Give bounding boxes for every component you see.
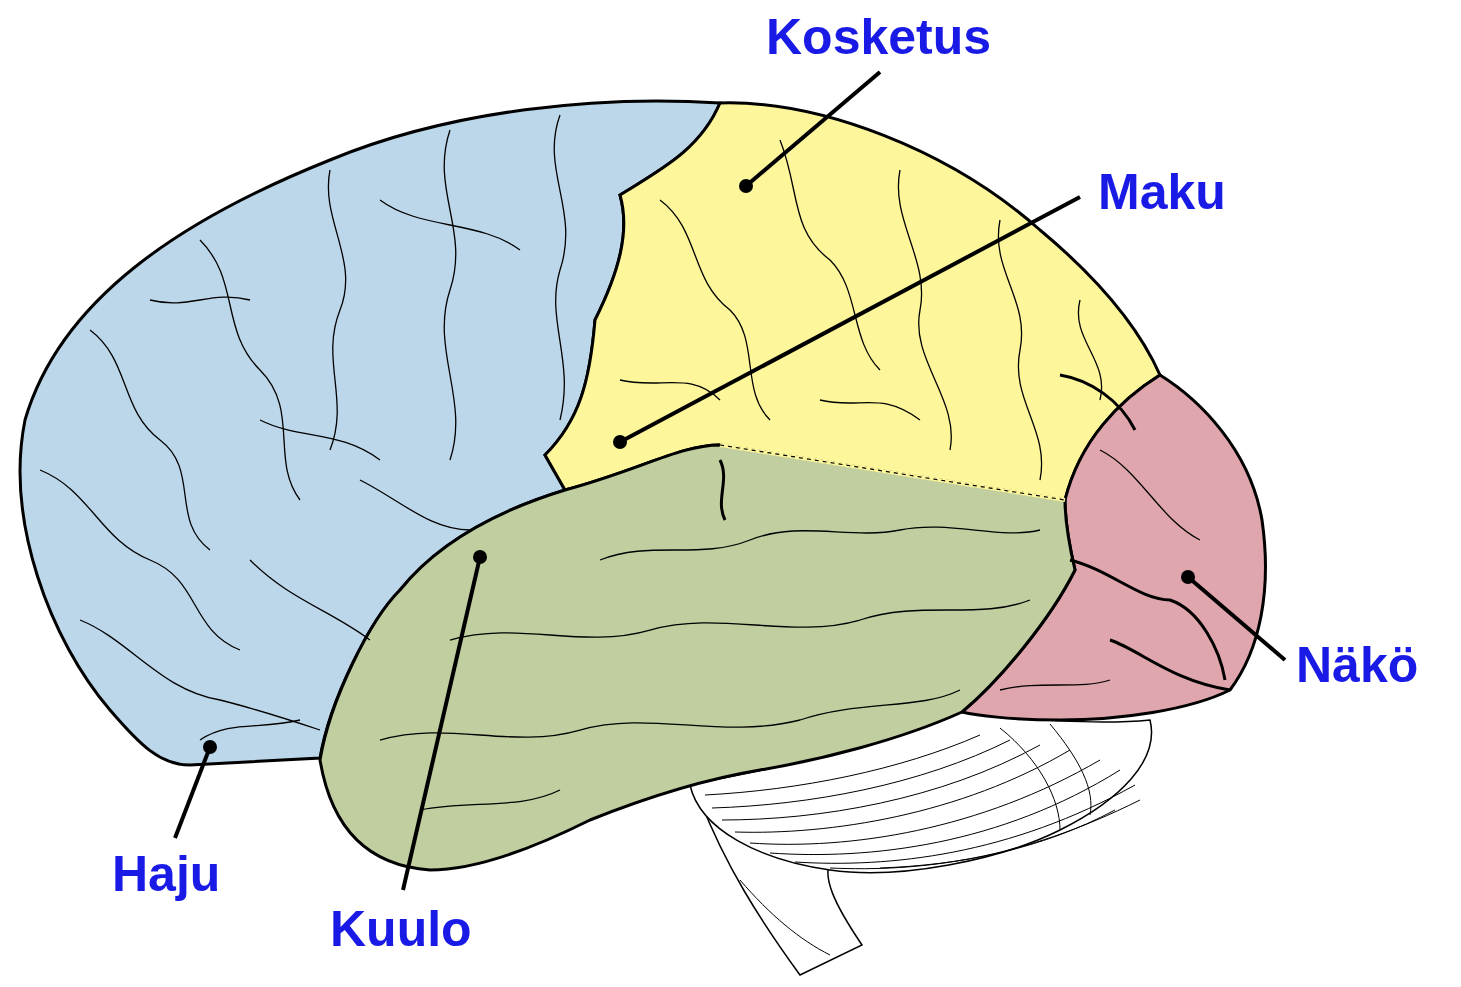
gyri-lines — [40, 115, 1230, 810]
sense-label: Kosketus — [766, 12, 991, 62]
brain-stem-line — [740, 880, 830, 955]
temporal-lobe — [320, 445, 1075, 870]
sense-label: Näkö — [1296, 640, 1418, 690]
leader-dots — [203, 179, 1195, 754]
sense-label: Haju — [112, 849, 220, 899]
leader-lines — [175, 72, 1285, 890]
boundary-cover — [720, 445, 1065, 500]
lobe-boundary — [720, 445, 1065, 500]
parietal-lobe — [545, 103, 1160, 500]
sense-label: Maku — [1098, 167, 1226, 217]
sense-label: Kuulo — [330, 904, 472, 954]
